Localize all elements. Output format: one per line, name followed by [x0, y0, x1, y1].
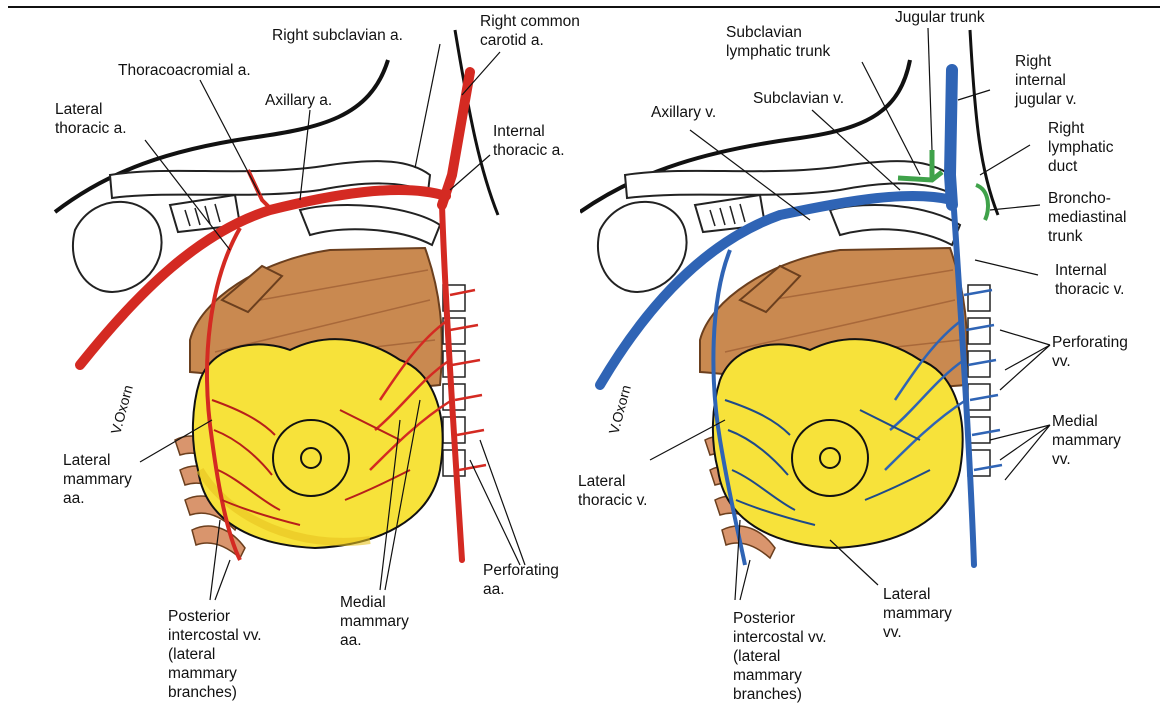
label-internal-thoracic-artery: Internal thoracic a.	[493, 122, 565, 160]
nipple	[820, 448, 840, 468]
label-lateral-thoracic-artery: Lateral thoracic a.	[55, 100, 127, 138]
internal-thoracic-artery	[442, 205, 462, 560]
label-medial-mammary-veins: Medial mammary vv.	[1052, 412, 1121, 469]
label-perforating-arteries: Perforating aa.	[483, 561, 559, 599]
label-internal-thoracic-vein: Internal thoracic v.	[1055, 261, 1125, 299]
label-thoracoacromial-artery: Thoracoacromial a.	[118, 61, 251, 80]
label-axillary-vein: Axillary v.	[651, 103, 716, 122]
label-posterior-intercostal-right: Posterior intercostal vv. (lateral mamma…	[733, 609, 827, 704]
humeral-head	[598, 202, 687, 292]
first-rib	[300, 205, 440, 245]
label-lateral-mammary-arteries: Lateral mammary aa.	[63, 451, 132, 508]
humeral-head	[73, 202, 162, 292]
label-subclavian-lymphatic-trunk: Subclavian lymphatic trunk	[726, 23, 830, 61]
bronchomediastinal-trunk	[976, 185, 988, 220]
label-perforating-veins: Perforating vv.	[1052, 333, 1128, 371]
label-medial-mammary-arteries: Medial mammary aa.	[340, 593, 409, 650]
internal-jugular-vein	[950, 70, 952, 205]
label-lateral-thoracic-vein: Lateral thoracic v.	[578, 472, 648, 510]
nipple	[301, 448, 321, 468]
artist-signature-left: V.Oxorn	[107, 383, 135, 436]
label-right-lymphatic-duct: Right lymphatic duct	[1048, 119, 1113, 176]
artist-signature-right: V.Oxorn	[605, 383, 633, 436]
neck-outline	[970, 30, 998, 215]
label-right-internal-jugular-vein: Right internal jugular v.	[1015, 52, 1077, 109]
label-right-subclavian-artery: Right subclavian a.	[272, 26, 403, 45]
first-rib	[830, 205, 960, 245]
label-subclavian-vein: Subclavian v.	[753, 89, 844, 108]
label-lateral-mammary-veins: Lateral mammary vv.	[883, 585, 952, 642]
label-bronchomediastinal-trunk: Broncho- mediastinal trunk	[1048, 189, 1126, 246]
label-axillary-artery: Axillary a.	[265, 91, 332, 110]
signature: V.Oxorn	[107, 383, 135, 436]
signature: V.Oxorn	[605, 383, 633, 436]
label-jugular-trunk: Jugular trunk	[895, 8, 985, 27]
label-right-common-carotid: Right common carotid a.	[480, 12, 580, 50]
label-posterior-intercostal-left: Posterior intercostal vv. (lateral mamma…	[168, 607, 262, 702]
